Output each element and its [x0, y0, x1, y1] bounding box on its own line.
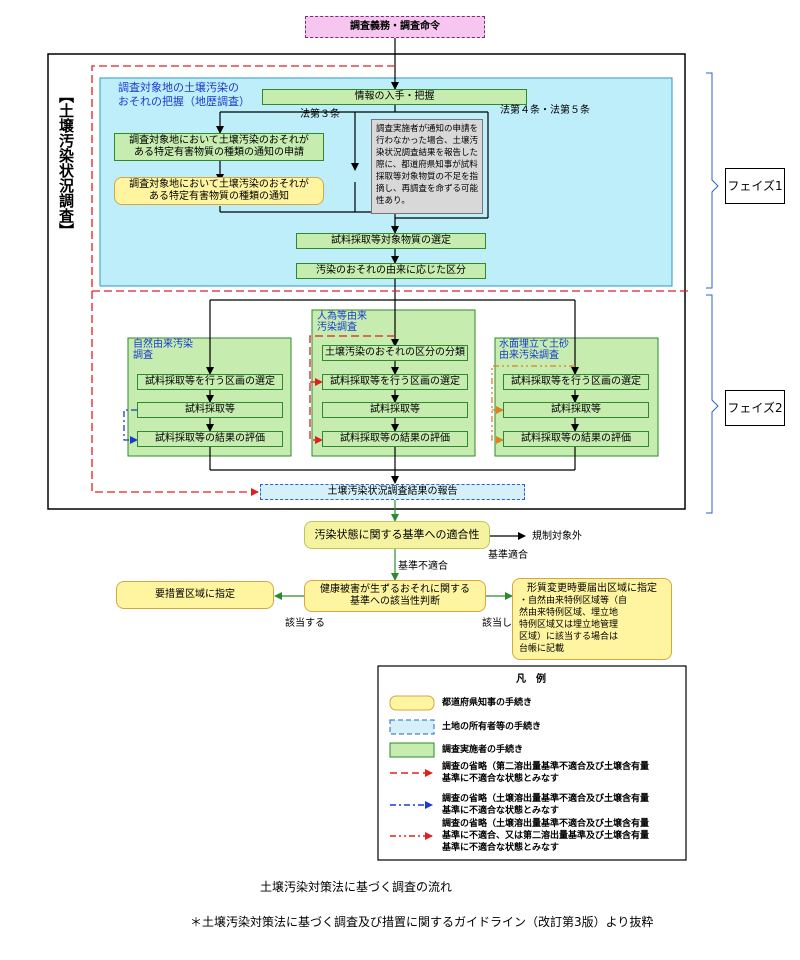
- applicable-label: 該当する: [285, 618, 325, 629]
- source-note: ＊土壌汚染対策法に基づく調査及び措置に関するガイドライン（改訂第3版）より抜粋: [190, 915, 654, 929]
- shape-change-title: 形質変更時要届出区域に指定: [527, 583, 657, 594]
- history-survey-title: 調査対象地の土壌汚染の おそれの把握（地歴調査）: [118, 81, 250, 108]
- target-substance-selection-box: 試料採取等対象物質の選定: [296, 233, 486, 249]
- out-of-scope-label: 規制対象外: [532, 531, 582, 542]
- legend-prefecture: 都道府県知事の手続き: [442, 698, 533, 708]
- survey-order-box: 調査義務・調査命令: [305, 16, 485, 38]
- health-judgement-box: 健康被害が生ずるおそれに関する 基準への該当性判断: [304, 580, 486, 612]
- shape-change-detail: ・自然由来特例区域等（自 然由来特例区域、埋立地 特例区域又は埋立地管理 区域）…: [519, 596, 628, 654]
- reclaim-survey-title: 水面埋立て土砂 由来汚染調査: [499, 339, 569, 361]
- reclaim-sampling: 試料採取等: [503, 402, 649, 418]
- info-acquisition-box: 情報の入手・把握: [262, 89, 527, 105]
- reclaim-evaluation: 試料採取等の結果の評価: [503, 431, 649, 447]
- action-area-box: 要措置区域に指定: [116, 581, 274, 609]
- legend-omission-blue: 調査の省略（土壌溶出量基準不適合及び土壌含有量 基準に不適合な状態とみなす: [442, 794, 650, 816]
- standard-nonconform-label: 基準不適合: [398, 561, 448, 572]
- phase2-label: フェイズ2: [725, 390, 785, 426]
- law3-label: 法第３条: [300, 109, 340, 120]
- legend-omission-red2: 調査の省略（土壌溶出量基準不適合及び土壌含有量 基準に不適合、又は第二溶出量基準…: [442, 819, 650, 853]
- shape-change-area-box: 形質変更時要届出区域に指定 ・自然由来特例区域等（自 然由来特例区域、埋立地 特…: [512, 578, 672, 660]
- natural-evaluation: 試料採取等の結果の評価: [137, 431, 283, 447]
- survey-report-box: 土壌汚染状況調査結果の報告: [260, 484, 525, 500]
- natural-sampling: 試料採取等: [137, 402, 283, 418]
- phase1-label: フェイズ1: [725, 168, 785, 204]
- standard-conform-label: 基準適合: [488, 550, 528, 561]
- notification-request-box: 調査対象地において土壌汚染のおそれが ある特定有害物質の種類の通知の申請: [114, 133, 324, 161]
- legend-title: 凡 例: [516, 674, 546, 685]
- natural-survey-title: 自然由来汚染 調査: [133, 339, 193, 361]
- legend-investigator: 調査実施者の手続き: [442, 745, 524, 755]
- figure-caption: 土壌汚染対策法に基づく調査の流れ: [260, 880, 453, 894]
- reclaim-area-selection: 試料採取等を行う区画の選定: [503, 374, 649, 390]
- not-applicable-label: 該当しない: [482, 618, 532, 629]
- origin-classification-box: 汚染のおそれの由来に応じた区分: [296, 263, 486, 279]
- natural-area-selection: 試料採取等を行う区画の選定: [137, 374, 283, 390]
- reinvestigation-note: 調査実施者が通知の申請を行わなかった場合、土壌汚染状況調査結果を報告した際に、都…: [371, 119, 483, 214]
- artificial-area-selection: 試料採取等を行う区画の選定: [322, 374, 468, 390]
- artificial-sampling: 試料採取等: [322, 402, 468, 418]
- legend-landowner: 土地の所有者等の手続き: [442, 722, 542, 732]
- conformity-box: 汚染状態に関する基準への適合性: [304, 521, 490, 549]
- notification-box: 調査対象地において土壌汚染のおそれが ある特定有害物質の種類の通知: [114, 177, 324, 205]
- artificial-classification: 土壌汚染のおそれの区分の分類: [322, 345, 468, 361]
- artificial-survey-title: 人為等由来 汚染調査: [317, 311, 367, 333]
- artificial-evaluation: 試料採取等の結果の評価: [322, 431, 468, 447]
- law45-label: 法第４条・法第５条: [500, 105, 590, 116]
- legend-omission-red: 調査の省略（第二溶出量基準不適合及び土壌含有量 基準に不適合な状態とみなす: [442, 762, 650, 784]
- survey-section-label: 【土壌汚染状況調査】: [57, 88, 75, 238]
